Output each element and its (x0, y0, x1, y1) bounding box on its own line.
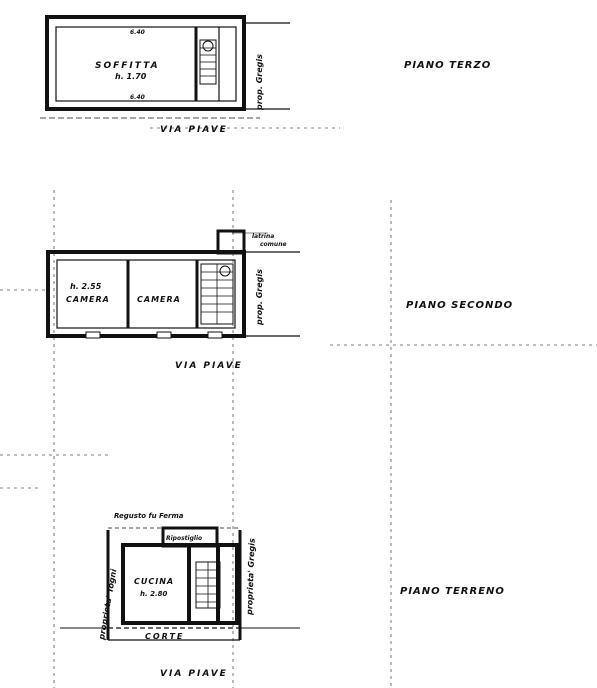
construction-lines (0, 127, 597, 688)
terreno-top-note: Regusto fu Ferma (114, 512, 184, 520)
terreno-court: CORTE (145, 632, 184, 641)
terzo-neighbor: prop. Gregis (255, 54, 264, 111)
terzo-dim-top: 6.40 (130, 29, 145, 36)
secondo-room-right: CAMERA (137, 295, 181, 304)
terzo-room-height: h. 1.70 (115, 72, 147, 81)
title-piano-terreno: PIANO TERRENO (400, 586, 505, 597)
floor-terzo-plan (40, 15, 290, 119)
secondo-neighbor: prop. Gregis (255, 269, 264, 326)
floor-secondo-plan (46, 229, 300, 339)
title-piano-terzo: PIANO TERZO (404, 60, 492, 71)
terreno-neighbor-right: proprieta' Gregis (245, 538, 257, 616)
terreno-street: VIA PIAVE (160, 669, 228, 679)
floor-terreno-plan (60, 526, 300, 641)
latrina-label-1: latrina (252, 233, 274, 240)
terreno-ripostiglio: Ripostiglio (166, 535, 202, 542)
terreno-neighbor-left: proprieta' Togni (97, 568, 119, 641)
latrina-label-2: comune (260, 241, 287, 248)
terzo-dim-bottom: 6.40 (130, 94, 145, 101)
secondo-room-left-height: h. 2.55 (70, 282, 102, 291)
terreno-room: CUCINA (134, 577, 174, 586)
terreno-room-height: h. 2.80 (140, 590, 167, 598)
title-piano-secondo: PIANO SECONDO (406, 300, 514, 311)
secondo-street: VIA PIAVE (175, 361, 243, 371)
secondo-room-left: CAMERA (66, 295, 110, 304)
terzo-room-label: SOFFITTA (95, 61, 160, 71)
terzo-street: VIA PIAVE (160, 125, 228, 135)
